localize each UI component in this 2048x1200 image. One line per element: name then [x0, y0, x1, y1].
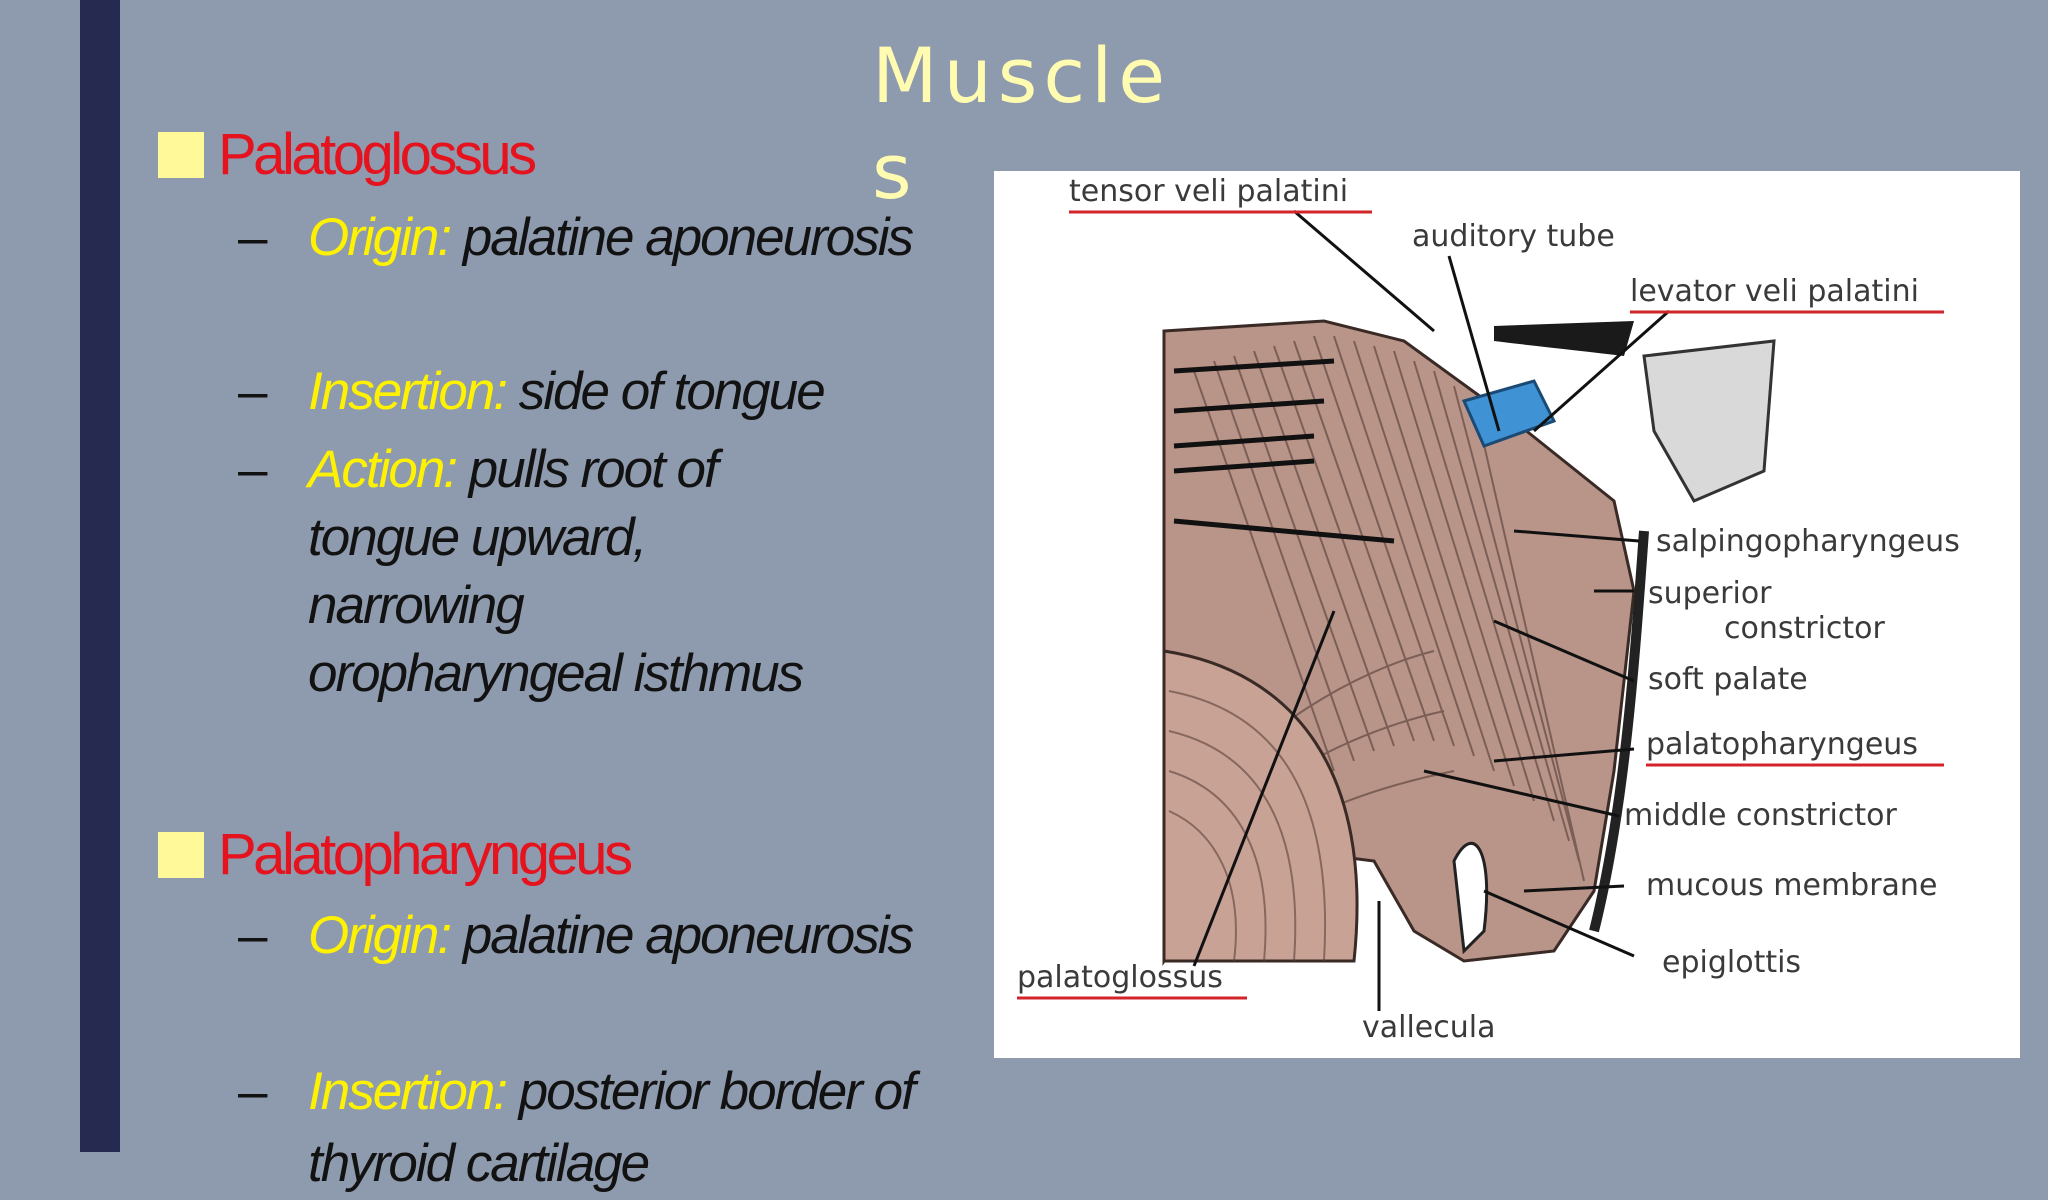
bone-texture — [1642, 339, 1776, 503]
label-palatopharyngeus: palatopharyngeus — [1646, 727, 1918, 762]
label-soft-palate: soft palate — [1648, 662, 1808, 697]
item-text: palatine aponeurosis — [450, 208, 914, 267]
label-palatoglossus: palatoglossus — [1017, 960, 1223, 995]
label-auditory-tube: auditory tube — [1412, 219, 1615, 254]
tongue-region — [1162, 649, 1359, 963]
dash-bullet: – — [238, 906, 268, 965]
palate-stripes — [1173, 358, 1395, 544]
accent-sidebar — [80, 0, 120, 1152]
dash-bullet: – — [238, 362, 268, 421]
pharynx-muscles-diagram: tensor veli palatini auditory tube levat… — [994, 171, 2020, 1058]
dash-bullet: – — [238, 1062, 268, 1121]
label-vallecula: vallecula — [1362, 1010, 1496, 1045]
auditory-tube — [1461, 379, 1557, 448]
heading-text: Palatoglossus — [218, 122, 537, 187]
label-tensor-veli-palatini: tensor veli palatini — [1069, 174, 1348, 209]
square-bullet-icon — [158, 132, 204, 178]
slide-title: Muscles — [872, 31, 1171, 216]
label-middle-constrictor: middle constrictor — [1624, 798, 1898, 833]
label-salpingopharyngeus: salpingopharyngeus — [1656, 524, 1960, 559]
epiglottis-shape — [1452, 841, 1489, 955]
label-epiglottis: epiglottis — [1662, 945, 1801, 980]
label-constrictor: constrictor — [1724, 611, 1886, 646]
heading-text: Palatopharyngeus — [218, 822, 633, 887]
leader-lines — [1192, 209, 1670, 1011]
item-label: Action: — [308, 440, 458, 499]
pharyngeal-wall — [1589, 530, 1649, 933]
skull-base — [1494, 321, 1634, 356]
anatomy-illustration: tensor veli palatini auditory tube levat… — [1017, 174, 1960, 1045]
item-label: Insertion: — [308, 362, 508, 421]
tongue-fibers — [1168, 690, 1326, 962]
item-label: Origin: — [308, 906, 452, 965]
item-label: Insertion: — [308, 1062, 508, 1121]
label-levator-veli-palatini: levator veli palatini — [1630, 274, 1919, 309]
item-text: side of tongue — [506, 362, 826, 421]
dash-bullet: – — [238, 440, 268, 499]
item-label: Origin: — [308, 208, 452, 267]
label-mucous-membrane: mucous membrane — [1646, 868, 1937, 903]
item-text: palatine aponeurosis — [450, 906, 914, 965]
section-heading-palatopharyngeus: Palatopharyngeus — [158, 822, 633, 887]
label-superior: superior — [1648, 576, 1772, 611]
section-heading-palatoglossus: Palatoglossus — [158, 122, 537, 187]
dash-bullet: – — [238, 208, 268, 267]
item-text: pulls root of tongue upward, narrowing o… — [308, 440, 804, 703]
square-bullet-icon — [158, 832, 204, 878]
